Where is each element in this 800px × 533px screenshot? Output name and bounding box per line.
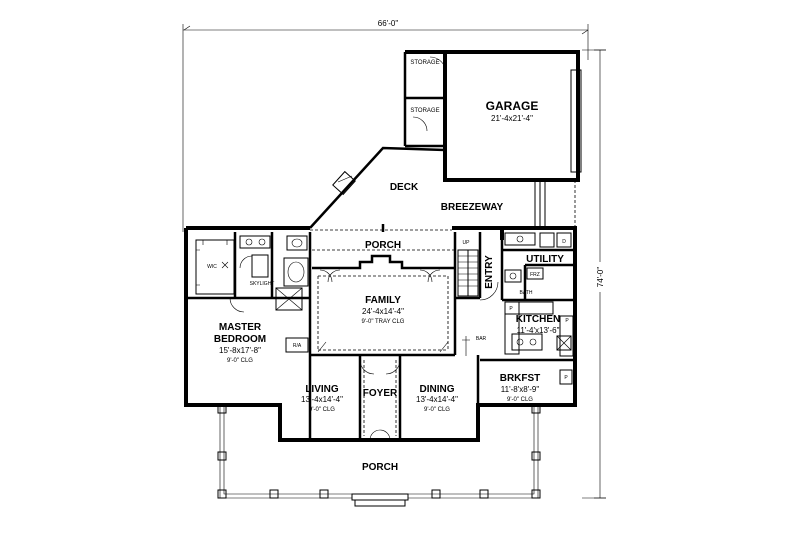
frz-label: FRZ [530, 272, 540, 278]
up-label: UP [463, 240, 471, 246]
width-dimension: 66'-0" [378, 19, 399, 28]
family-label: FAMILY [365, 295, 401, 306]
front-porch-label: PORCH [362, 462, 398, 473]
living-ceiling: 9'-0" CLG [309, 407, 335, 413]
brkfst-size: 11'-8'x8'-9" [501, 385, 540, 394]
dining-size: 13'-4x14'-4" [416, 395, 458, 404]
foyer-label: FOYER [363, 388, 398, 399]
dimension-lines [182, 24, 606, 499]
deck-outline [309, 146, 446, 229]
garage-walls [403, 50, 582, 228]
master-name-line1: MASTER [219, 322, 262, 333]
master-name-line2: BEDROOM [214, 334, 266, 345]
family-size: 24'-4x14'-4" [362, 307, 404, 316]
d-label: D [562, 239, 566, 245]
living-label: LIVING [305, 384, 339, 395]
p-label-3: P [564, 375, 568, 381]
p-label-1: P [509, 306, 513, 312]
master-suite-walls [186, 232, 312, 440]
garage-size: 21'-4x21'-4" [491, 114, 533, 123]
p-label-2: P [565, 318, 569, 324]
living-foyer-dining-walls [358, 355, 402, 441]
utility-label: UTILITY [526, 254, 564, 265]
wic-label: WIC [207, 264, 217, 270]
master-ceiling: 9'-0" CLG [227, 358, 253, 364]
stair-entry-utility-walls [455, 232, 575, 302]
entry-label: ENTRY [484, 255, 495, 289]
bath-label: BATH [520, 290, 533, 296]
family-room-walls [310, 232, 457, 357]
brkfst-label: BRKFST [500, 373, 541, 384]
rear-porch-label: PORCH [365, 240, 401, 251]
living-size: 13'-4x14'-4" [301, 395, 343, 404]
storage-top-label: STORAGE [410, 60, 439, 66]
bar-label: BAR [476, 336, 487, 342]
dining-ceiling: 9'-0" CLG [424, 407, 450, 413]
front-porch-outline [217, 404, 541, 507]
dining-label: DINING [420, 384, 455, 395]
kitchen-walls [462, 301, 575, 440]
kitchen-label: KITCHEN [516, 314, 560, 325]
breezeway-label: BREEZEWAY [441, 202, 504, 213]
family-ceiling: 9'-0" TRAY CLG [362, 319, 405, 325]
master-size: 15'-8x17'-8" [219, 346, 261, 355]
storage-bottom-label: STORAGE [410, 108, 439, 114]
brkfst-ceiling: 9'-0" CLG [507, 397, 533, 403]
ra-label: R/A [293, 343, 302, 349]
deck-label: DECK [390, 182, 419, 193]
depth-dimension: 74'-0" [596, 267, 605, 288]
skylight-label: SKYLIGHT [250, 281, 275, 287]
garage-label: GARAGE [486, 99, 539, 113]
main-house-walls [184, 224, 577, 442]
kitchen-size: 11'-4'x13'-6" [517, 326, 560, 335]
